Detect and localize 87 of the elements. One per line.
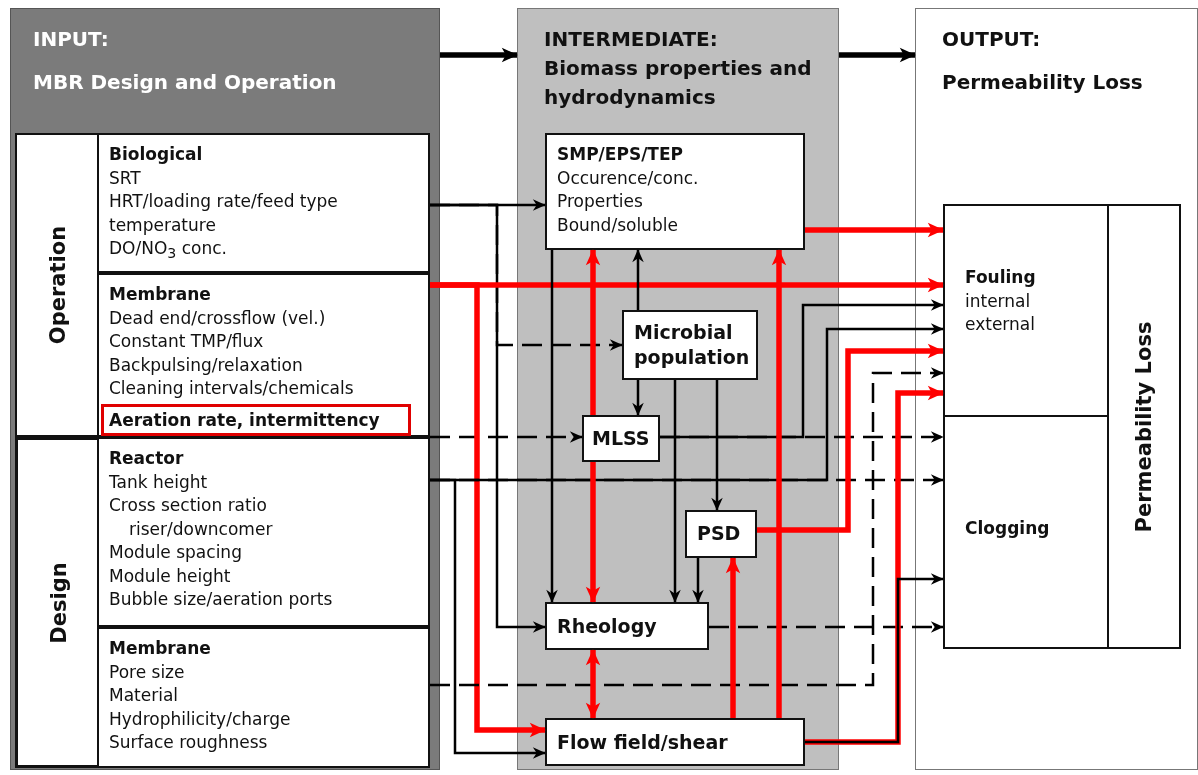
parameter-text: Backpulsing/relaxation	[109, 353, 304, 377]
arrow	[660, 299, 944, 439]
parameter-text: Cross section ratio riser/downcomer	[109, 494, 274, 541]
arrow	[632, 249, 644, 310]
arrow	[692, 558, 704, 603]
process-box	[97, 133, 430, 273]
arrow	[805, 385, 944, 745]
box-heading: Clogging	[965, 517, 1051, 540]
arrow	[711, 380, 723, 511]
arrow	[430, 367, 944, 687]
parameter-text: Tank height	[109, 470, 209, 494]
arrow	[669, 380, 681, 603]
group-box	[15, 133, 430, 437]
column-panel	[915, 8, 1198, 770]
arrow	[430, 478, 546, 759]
box-heading: Fouling	[965, 266, 1037, 289]
parameter-text: Bubble size/aeration ports	[109, 588, 334, 611]
box-heading: Membrane	[109, 283, 212, 306]
parameter-text: Dead end/crossflow (vel.)	[109, 306, 327, 330]
parameter-text: internal	[965, 289, 1032, 313]
parameter-text: external	[965, 313, 1036, 336]
process-box	[545, 718, 805, 766]
process-box	[545, 133, 805, 250]
process-box	[97, 627, 430, 768]
parameter-text: SRT	[109, 166, 142, 190]
process-box	[1107, 204, 1181, 649]
box-heading: Rheology	[557, 614, 658, 639]
arrow	[805, 573, 944, 744]
arrow	[546, 250, 558, 603]
group-box	[15, 437, 430, 768]
parameter-text: Cleaning intervals/chemicals	[109, 377, 355, 400]
box-heading: Reactor	[109, 447, 185, 470]
panel-heading: INPUT:	[33, 26, 109, 53]
process-box	[622, 310, 758, 380]
panel-heading: INTERMEDIATE:	[544, 26, 718, 53]
process-box	[943, 415, 1109, 649]
arrow	[709, 621, 944, 633]
arrow	[632, 380, 644, 416]
vertical-label: Design	[47, 561, 71, 644]
box-heading: PSD	[697, 521, 742, 546]
box-heading: SMP/EPS/TEP	[557, 143, 685, 166]
parameter-text: temperature	[109, 213, 217, 237]
parameter-text: Constant TMP/flux	[109, 330, 265, 353]
panel-heading: OUTPUT:	[942, 26, 1041, 53]
parameter-text: Module spacing	[109, 541, 243, 564]
arrow	[430, 431, 583, 443]
process-box	[685, 510, 757, 558]
vertical-label: Operation	[46, 225, 70, 345]
parameter-text: Bound/soluble	[557, 213, 679, 237]
box-heading: Aeration rate, intermittency	[109, 409, 381, 432]
parameter-text: HRT/loading rate/feed type	[109, 190, 339, 213]
parameter-text: DO/NO$_{3}$ conc.	[109, 237, 228, 264]
box-heading: Membrane	[109, 637, 212, 660]
panel-heading: MBR Design and Operation	[33, 69, 337, 96]
box-heading: Microbial population	[634, 320, 746, 370]
arrow	[585, 249, 601, 415]
arrow	[585, 462, 601, 603]
column-panel	[517, 8, 839, 770]
arrow	[430, 282, 546, 738]
parameter-text: Pore size	[109, 660, 186, 684]
arrow	[771, 249, 787, 718]
process-box	[582, 415, 660, 462]
arrow	[757, 343, 944, 533]
box-heading: MLSS	[592, 426, 650, 451]
arrow	[585, 649, 601, 719]
arrow	[725, 557, 741, 718]
process-box	[97, 437, 430, 627]
panel-heading: Permeability Loss	[942, 69, 1143, 96]
parameter-text: Occurence/conc.	[557, 166, 700, 190]
highlight-box	[101, 404, 411, 436]
arrow	[839, 47, 916, 63]
vertical-label: Permeability Loss	[1132, 321, 1156, 532]
column-panel	[10, 8, 440, 770]
parameter-text: Hydrophilicity/charge	[109, 707, 292, 731]
process-box	[943, 204, 1109, 417]
parameter-text: Properties	[557, 190, 644, 213]
parameter-text: Surface roughness	[109, 731, 269, 754]
box-heading: Flow field/shear	[557, 730, 729, 755]
arrow	[430, 203, 546, 633]
box-heading: Biological	[109, 143, 204, 166]
parameter-text: Module height	[109, 564, 232, 588]
process-box	[545, 602, 709, 650]
parameter-text: Material	[109, 684, 180, 707]
panel-heading: Biomass properties and hydrodynamics	[544, 55, 812, 111]
arrow	[805, 222, 944, 238]
arrow	[440, 47, 518, 63]
process-box	[97, 273, 430, 437]
